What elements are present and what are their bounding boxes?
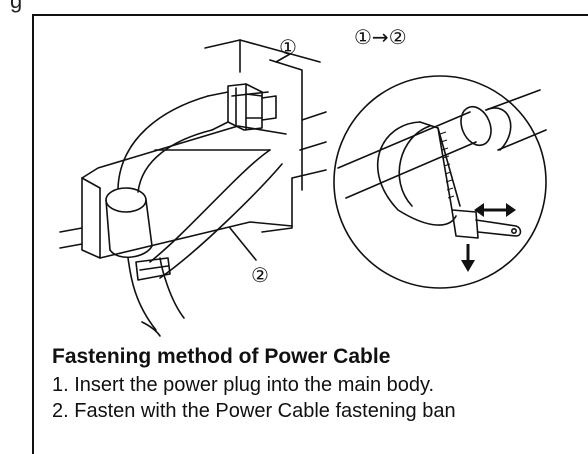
figure-frame	[32, 14, 588, 454]
power-cable-lower	[127, 149, 283, 337]
clipped-letter: g	[10, 0, 23, 13]
main-body-panel	[204, 39, 327, 233]
callout-leader-band	[229, 227, 257, 261]
cable-housing-box	[59, 125, 293, 259]
band-strap	[419, 121, 453, 211]
fastening-band	[135, 257, 171, 281]
callout-leader-plug	[275, 53, 291, 63]
instructions-title: Fastening method of Power Cable	[52, 345, 391, 368]
instruction-step-1: 1. Insert the power plug into the main b…	[52, 374, 435, 396]
band-loop	[376, 121, 457, 226]
top-clipped-text: g	[0, 0, 588, 14]
instruction-step-2: 2. Fasten with the Power Cable fastening…	[52, 400, 456, 422]
instructions-block: Fastening method of Power Cable 1. Inser…	[52, 344, 588, 424]
power-plug	[207, 83, 277, 131]
detail-circle	[333, 75, 547, 289]
callout-band-label: ②	[251, 263, 269, 287]
ferrite-core	[105, 187, 153, 258]
magnified-detail	[333, 75, 547, 289]
power-cable-upper	[117, 95, 213, 193]
band-buckle	[451, 209, 479, 239]
sequence-label: ①→②	[354, 25, 407, 49]
band-loop-inner	[398, 125, 431, 207]
pull-down-arrow-icon	[461, 244, 475, 272]
callout-plug-label: ①	[279, 35, 297, 59]
band-tab	[475, 219, 522, 237]
band-serrations	[439, 131, 455, 199]
slide-arrow-icon	[474, 203, 516, 217]
